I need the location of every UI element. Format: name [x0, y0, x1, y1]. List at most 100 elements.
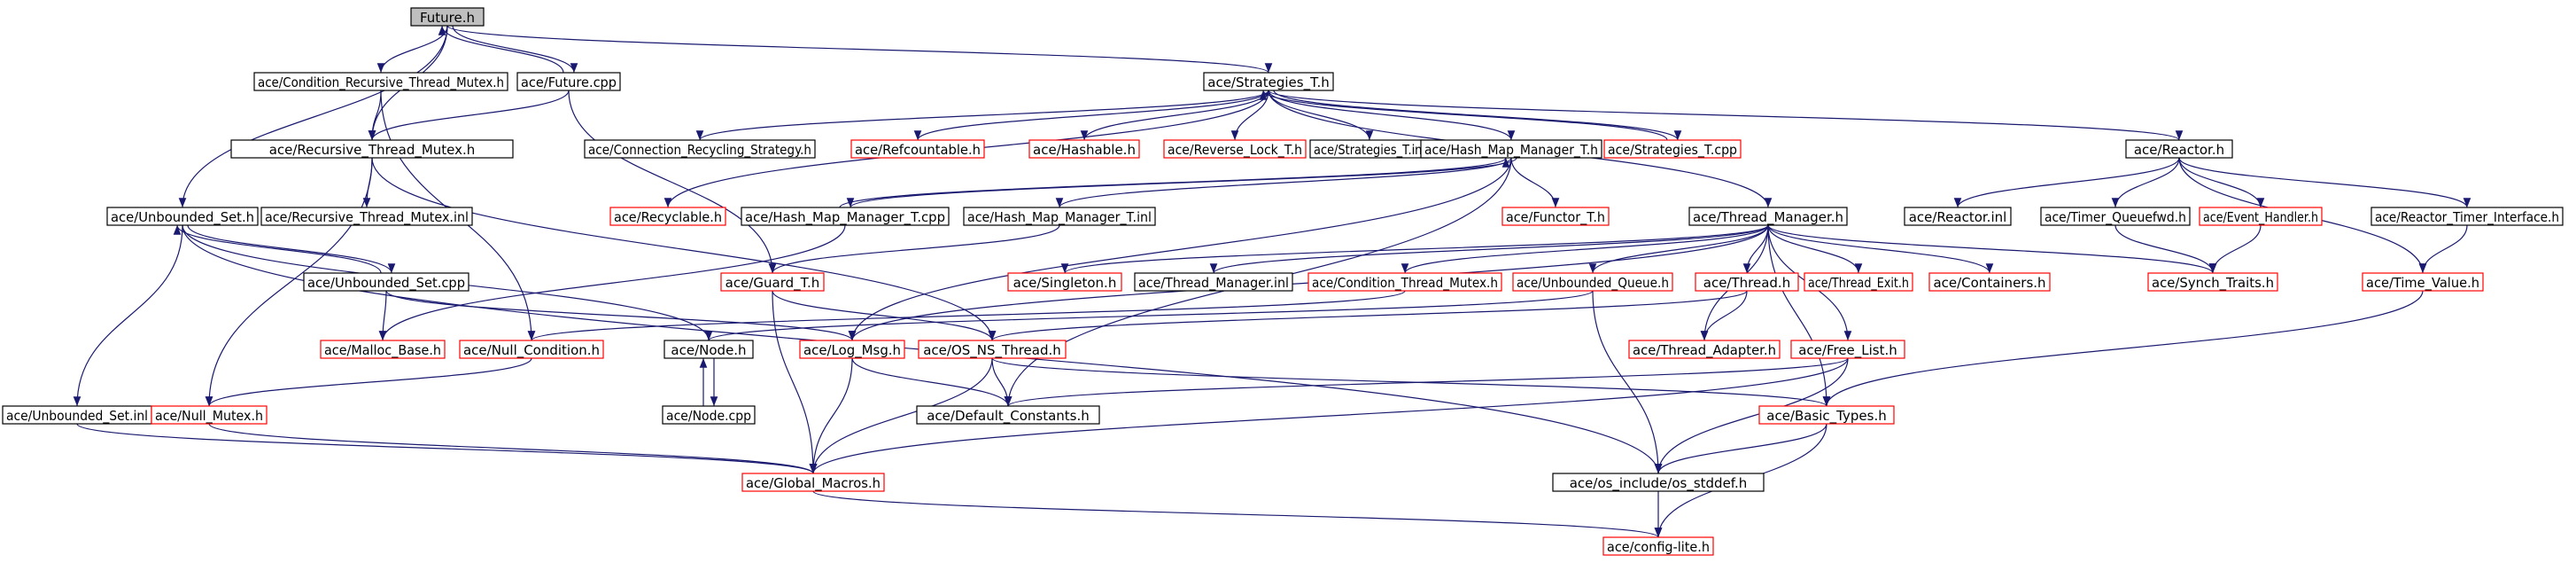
node-unbounded-set-h[interactable]: ace/Unbounded_Set.h — [106, 207, 259, 226]
node-rec-mutex-h[interactable]: ace/Recursive_Thread_Mutex.h — [230, 139, 514, 159]
node-node-cpp[interactable]: ace/Node.cpp — [662, 405, 756, 425]
node-cond-thread-mutex[interactable]: ace/Condition_Thread_Mutex.h — [1307, 272, 1502, 292]
node-default-constants[interactable]: ace/Default_Constants.h — [916, 405, 1100, 425]
node-time-value[interactable]: ace/Time_Value.h — [2362, 272, 2484, 292]
node-singleton[interactable]: ace/Singleton.h — [1007, 272, 1122, 292]
edge-strategies_t_h-to-strategies_inl — [1268, 90, 1374, 141]
node-label: ace/Reactor_Timer_Interface.h — [2375, 209, 2559, 226]
node-unbounded-set-inl[interactable]: ace/Unbounded_Set.inl — [2, 405, 152, 425]
node-reactor-timer[interactable]: ace/Reactor_Timer_Interface.h — [2370, 207, 2564, 226]
node-config-lite[interactable]: ace/config-lite.h — [1602, 536, 1714, 556]
node-thread-manager-h[interactable]: ace/Thread_Manager.h — [1688, 207, 1848, 226]
node-label: ace/Condition_Recursive_Thread_Mutex.h — [258, 74, 504, 91]
node-future-h[interactable]: Future.h — [410, 7, 485, 27]
node-label: ace/Unbounded_Set.inl — [6, 408, 148, 425]
node-hash-map-h[interactable]: ace/Hash_Map_Manager_T.h — [1420, 139, 1602, 159]
node-box — [1695, 272, 1799, 292]
node-null-condition[interactable]: ace/Null_Condition.h — [459, 340, 604, 359]
edge-strategies_t_h-to-reverse_lock — [1230, 90, 1269, 141]
node-label: ace/Strategies_T.h — [1207, 74, 1329, 91]
node-strategies-cpp[interactable]: ace/Strategies_T.cpp — [1603, 139, 1742, 159]
node-box — [2040, 207, 2191, 226]
node-unbounded-queue[interactable]: ace/Unbounded_Queue.h — [1512, 272, 1673, 292]
node-box — [720, 272, 825, 292]
node-recyclable[interactable]: ace/Recyclable.h — [609, 207, 726, 226]
edge-time_value-to-basic_types — [1822, 290, 2424, 407]
node-box — [2362, 272, 2484, 292]
node-containers[interactable]: ace/Containers.h — [1928, 272, 2051, 292]
node-strategies-t-h[interactable]: ace/Strategies_T.h — [1203, 72, 1334, 91]
edge-future_cpp-to-guard_t — [568, 90, 777, 274]
node-refcountable[interactable]: ace/Refcountable.h — [850, 139, 985, 159]
node-timer-queuefwd[interactable]: ace/Timer_Queuefwd.h — [2040, 207, 2191, 226]
node-unbounded-set-cpp[interactable]: ace/Unbounded_Set.cpp — [303, 272, 469, 292]
node-box — [2199, 207, 2323, 226]
edge-cond_thread_mutex-to-null_condition — [528, 290, 1406, 341]
node-free-list[interactable]: ace/Free_List.h — [1790, 340, 1905, 359]
node-conn-recycling[interactable]: ace/Connection_Recycling_Strategy.h — [584, 139, 816, 159]
edge-unbounded_queue-to-os_stddef — [1592, 290, 1663, 474]
node-hash-map-inl[interactable]: ace/Hash_Map_Manager_T.inl — [963, 207, 1156, 226]
node-thread-adapter[interactable]: ace/Thread_Adapter.h — [1628, 340, 1781, 359]
edge-guard_t-to-global_macros — [772, 290, 818, 474]
node-box — [1804, 272, 1913, 292]
node-malloc-base[interactable]: ace/Malloc_Base.h — [320, 340, 446, 359]
node-label: ace/Synch_Traits.h — [2152, 275, 2274, 292]
node-reverse-lock[interactable]: ace/Reverse_Lock_T.h — [1163, 139, 1307, 159]
node-label: ace/Unbounded_Queue.h — [1517, 275, 1669, 292]
node-label: ace/Basic_Types.h — [1766, 408, 1886, 425]
edge-os_ns_thread-to-global_macros — [809, 357, 993, 474]
edge-log_msg-to-global_macros — [809, 357, 853, 474]
edge-strategies_t_h-to-strategies_cpp — [1273, 90, 1682, 141]
node-label: ace/Thread_Exit.h — [1808, 275, 1909, 292]
node-box — [1007, 272, 1122, 292]
edge-future_h-to-strategies_t_h — [446, 25, 1272, 74]
node-null-mutex[interactable]: ace/Null_Mutex.h — [151, 405, 268, 425]
node-node-h[interactable]: ace/Node.h — [663, 340, 754, 359]
node-functor-t[interactable]: ace/Functor_T.h — [1501, 207, 1610, 226]
node-os-ns-thread[interactable]: ace/OS_NS_Thread.h — [918, 340, 1067, 359]
edge-future_cpp-to-rec_mutex_h — [368, 90, 570, 141]
node-reactor-inl[interactable]: ace/Reactor.inl — [1904, 207, 2012, 226]
node-reactor-h[interactable]: ace/Reactor.h — [2125, 139, 2233, 159]
node-future-cpp[interactable]: ace/Future.cpp — [516, 72, 621, 91]
node-box — [741, 207, 950, 226]
edge-basic_types-to-os_stddef — [1654, 423, 1827, 474]
node-box — [1790, 340, 1905, 359]
node-hashable[interactable]: ace/Hashable.h — [1028, 139, 1140, 159]
node-label: ace/Unbounded_Set.h — [111, 209, 254, 226]
node-label: ace/Log_Msg.h — [803, 342, 901, 359]
node-box — [741, 473, 885, 492]
edge-strategies_t_h-to-hashable — [1080, 90, 1269, 141]
node-label: ace/Thread_Manager.inl — [1138, 275, 1289, 292]
node-box — [1688, 207, 1848, 226]
node-rec-mutex-inl[interactable]: ace/Recursive_Thread_Mutex.inl — [260, 207, 473, 226]
node-basic-types[interactable]: ace/Basic_Types.h — [1758, 405, 1895, 425]
node-label: ace/os_include/os_stddef.h — [1570, 475, 1748, 492]
node-synch-traits[interactable]: ace/Synch_Traits.h — [2147, 272, 2278, 292]
edge-unbounded_queue-to-node_h — [705, 290, 1594, 341]
node-box — [253, 72, 508, 91]
node-thread-h[interactable]: ace/Thread.h — [1695, 272, 1799, 292]
edge-thread_h-to-thread_adapter — [1700, 290, 1748, 341]
node-event-handler[interactable]: ace/Event_Handler.h — [2199, 207, 2323, 226]
edge-guard_t-to-os_ns_thread — [772, 290, 997, 341]
node-box — [151, 405, 268, 425]
node-box — [303, 272, 469, 292]
node-label: ace/Recursive_Thread_Mutex.h — [269, 142, 476, 159]
node-label: ace/Global_Macros.h — [746, 475, 881, 492]
node-thread-manager-inl[interactable]: ace/Thread_Manager.inl — [1134, 272, 1293, 292]
node-strategies-inl[interactable]: ace/Strategies_T.inl — [1309, 139, 1430, 159]
node-log-msg[interactable]: ace/Log_Msg.h — [799, 340, 905, 359]
node-box — [1420, 139, 1602, 159]
node-label: ace/config-lite.h — [1607, 539, 1710, 555]
node-label: ace/Refcountable.h — [855, 142, 981, 158]
node-cond-rec[interactable]: ace/Condition_Recursive_Thread_Mutex.h — [253, 72, 508, 91]
node-guard-t[interactable]: ace/Guard_T.h — [720, 272, 825, 292]
edge-global_macros-to-config_lite — [812, 490, 1662, 538]
node-thread-exit[interactable]: ace/Thread_Exit.h — [1804, 272, 1913, 292]
node-box — [516, 72, 621, 91]
node-os-stddef[interactable]: ace/os_include/os_stddef.h — [1552, 473, 1765, 492]
node-global-macros[interactable]: ace/Global_Macros.h — [741, 473, 885, 492]
node-hash-map-cpp[interactable]: ace/Hash_Map_Manager_T.cpp — [741, 207, 950, 226]
